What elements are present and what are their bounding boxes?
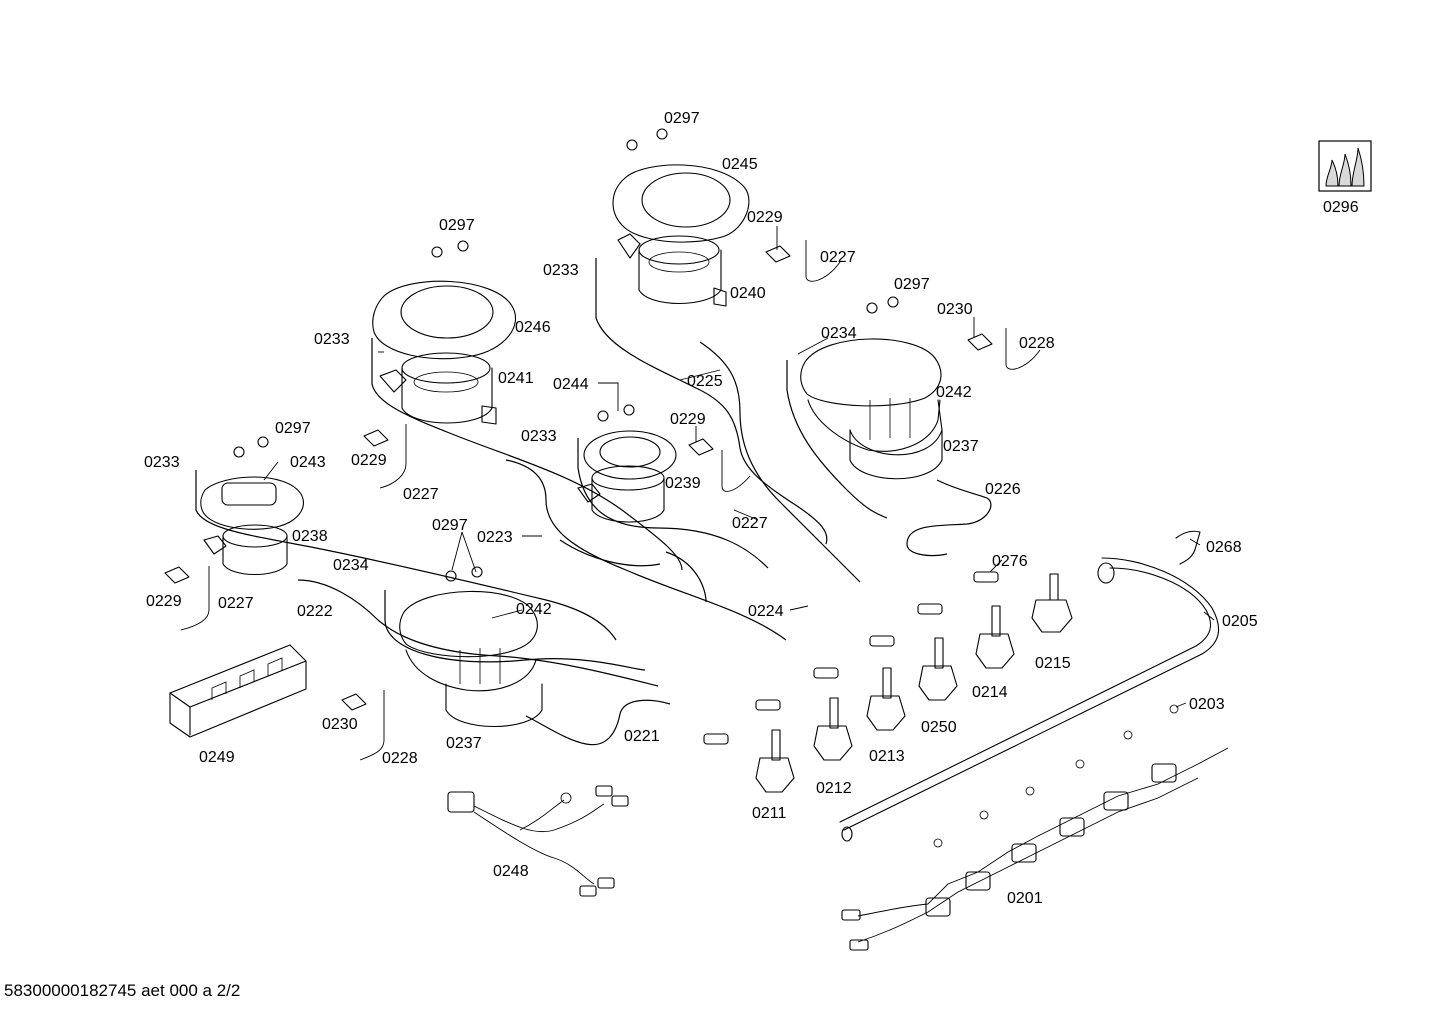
callout-0230: 0230 — [322, 716, 358, 733]
callout-0227: 0227 — [218, 595, 254, 612]
callout-0227: 0227 — [820, 249, 856, 266]
ignition-harness — [841, 747, 1229, 951]
callout-0297: 0297 — [275, 420, 311, 437]
gas-taps — [755, 573, 1073, 793]
callout-0215: 0215 — [1035, 655, 1071, 672]
gas-tap-0214 — [975, 605, 1015, 669]
connectors — [703, 571, 999, 745]
callout-0212: 0212 — [816, 780, 852, 797]
callout-0242: 0242 — [516, 601, 552, 618]
screws — [233, 128, 899, 582]
callout-0229: 0229 — [747, 209, 783, 226]
callout-0228: 0228 — [1019, 335, 1055, 352]
gas-tap-0215 — [1031, 573, 1073, 633]
callout-0296: 0296 — [1323, 199, 1359, 216]
callout-0229: 0229 — [670, 411, 706, 428]
callout-0297: 0297 — [664, 110, 700, 127]
callout-0239: 0239 — [665, 475, 701, 492]
gas-tap-0211 — [755, 729, 795, 793]
gas-symbol-label — [1318, 140, 1372, 192]
callout-0268: 0268 — [1206, 539, 1242, 556]
callout-0229: 0229 — [146, 593, 182, 610]
gas-tap-0213 — [866, 667, 906, 731]
callout-0297: 0297 — [432, 517, 468, 534]
callout-0226: 0226 — [985, 481, 1021, 498]
callout-0222: 0222 — [297, 603, 333, 620]
callout-0245: 0245 — [722, 156, 758, 173]
callout-0276: 0276 — [992, 553, 1028, 570]
callout-0243: 0243 — [290, 454, 326, 471]
callout-0211: 0211 — [752, 805, 787, 822]
callout-0240: 0240 — [730, 285, 766, 302]
callout-0244: 0244 — [553, 376, 589, 393]
callout-0203: 0203 — [1189, 696, 1225, 713]
callout-0248: 0248 — [493, 863, 529, 880]
callout-0221: 0221 — [624, 728, 660, 745]
document-id: 58300000182745 aet 000 a 2/2 — [4, 981, 241, 1000]
callout-0237: 0237 — [446, 735, 482, 752]
burner-assembly-center — [577, 430, 677, 523]
callout-0241: 0241 — [498, 370, 534, 387]
callout-0233: 0233 — [543, 262, 579, 279]
callout-0230: 0230 — [937, 301, 973, 318]
gas-tap-0250 — [918, 637, 958, 701]
callout-0228: 0228 — [382, 750, 418, 767]
burner-assembly-top — [612, 164, 750, 307]
thermocouple-lines — [195, 258, 888, 671]
callout-0233: 0233 — [144, 454, 180, 471]
ignition-module — [169, 644, 307, 738]
burner-assembly-left — [200, 476, 304, 575]
callout-0246: 0246 — [515, 319, 551, 336]
clips-and-plugs — [164, 240, 1041, 761]
clips-row — [933, 704, 1179, 848]
clip-0268 — [1175, 530, 1201, 565]
callout-0227: 0227 — [403, 486, 439, 503]
cable-harness — [447, 785, 629, 897]
burner-assembly-left-large — [399, 590, 543, 728]
callout-0233: 0233 — [521, 428, 557, 445]
callout-0238: 0238 — [292, 528, 328, 545]
leader-lines — [263, 226, 1215, 708]
callout-0237: 0237 — [943, 438, 979, 455]
gas-supply-pipe — [839, 557, 1220, 842]
callout-0205: 0205 — [1222, 613, 1258, 630]
callout-0234: 0234 — [821, 325, 857, 342]
callout-0297: 0297 — [439, 217, 475, 234]
callout-0225: 0225 — [687, 373, 723, 390]
callout-0297: 0297 — [894, 276, 930, 293]
callout-0234: 0234 — [333, 557, 369, 574]
callout-0249: 0249 — [199, 749, 235, 766]
callout-0201: 0201 — [1007, 890, 1043, 907]
callout-0224: 0224 — [748, 603, 784, 620]
callout-0250: 0250 — [921, 719, 957, 736]
callout-0242: 0242 — [936, 384, 972, 401]
callout-0227: 0227 — [732, 515, 768, 532]
callout-0223: 0223 — [477, 529, 513, 546]
callout-labels: 0297 0245 0296 0297 0229 0233 0227 0240 … — [144, 110, 1359, 907]
callout-0229: 0229 — [351, 452, 387, 469]
callout-0213: 0213 — [869, 748, 905, 765]
callout-0214: 0214 — [972, 684, 1008, 701]
gas-pipes — [297, 341, 992, 746]
callout-0233: 0233 — [314, 331, 350, 348]
gas-tap-0212 — [813, 697, 853, 761]
burner-assembly-left-upper — [372, 280, 517, 425]
burner-assembly-right — [800, 338, 943, 480]
